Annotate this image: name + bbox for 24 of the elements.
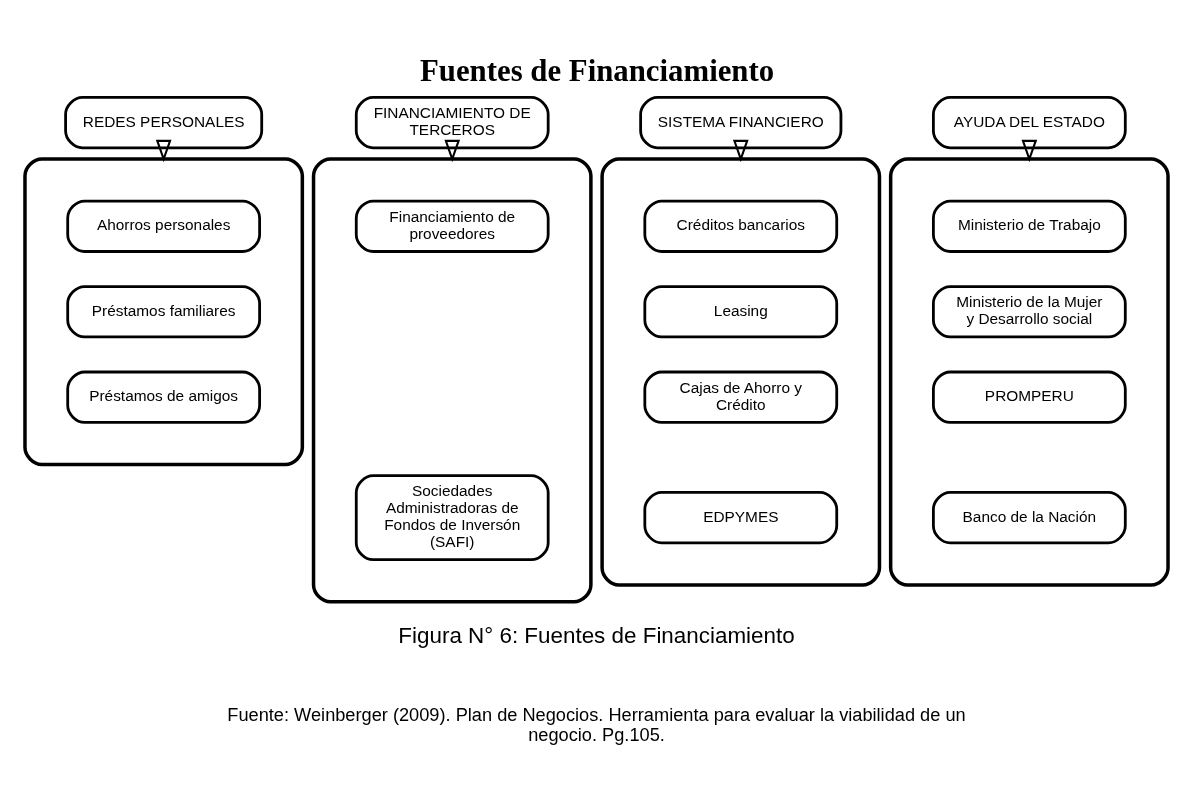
arrow xyxy=(155,139,172,163)
cluster xyxy=(23,157,305,467)
node-box: Cajas de Ahorro y Crédito xyxy=(643,370,839,424)
cluster xyxy=(311,157,593,604)
node-box: Ahorros personales xyxy=(66,199,261,253)
node-box: Ministerio de Trabajo xyxy=(932,199,1127,253)
node-box: Sociedades Administradoras de Fondos de Inversón (SAFI) xyxy=(354,474,550,562)
arrow xyxy=(1021,139,1038,163)
cluster xyxy=(888,157,1170,587)
diagram-title: Fuentes de Financiamiento xyxy=(420,54,775,89)
node-box: Créditos bancarios xyxy=(643,199,839,253)
arrow xyxy=(732,139,749,163)
arrow xyxy=(444,139,461,163)
cluster xyxy=(600,157,882,587)
node-box: Préstamos familiares xyxy=(66,285,261,339)
node-box: Banco de la Nación xyxy=(932,491,1127,545)
node-box: Préstamos de amigos xyxy=(66,370,261,424)
node-box: PROMPERU xyxy=(932,370,1127,424)
node-box: Ministerio de la Mujer y Desarrollo social xyxy=(932,285,1127,339)
node-box: Financiamiento de proveedores xyxy=(354,199,550,253)
node-box: Leasing xyxy=(643,285,839,339)
node-box: EDPYMES xyxy=(643,491,839,545)
label: Fuente: Weinberger (2009). Plan de Negocios. Herramienta para evaluar la viabilidad de un negocio. Pg.105. xyxy=(227,705,966,745)
caption: Figura N° 6: Fuentes de Financiamiento xyxy=(398,623,795,649)
